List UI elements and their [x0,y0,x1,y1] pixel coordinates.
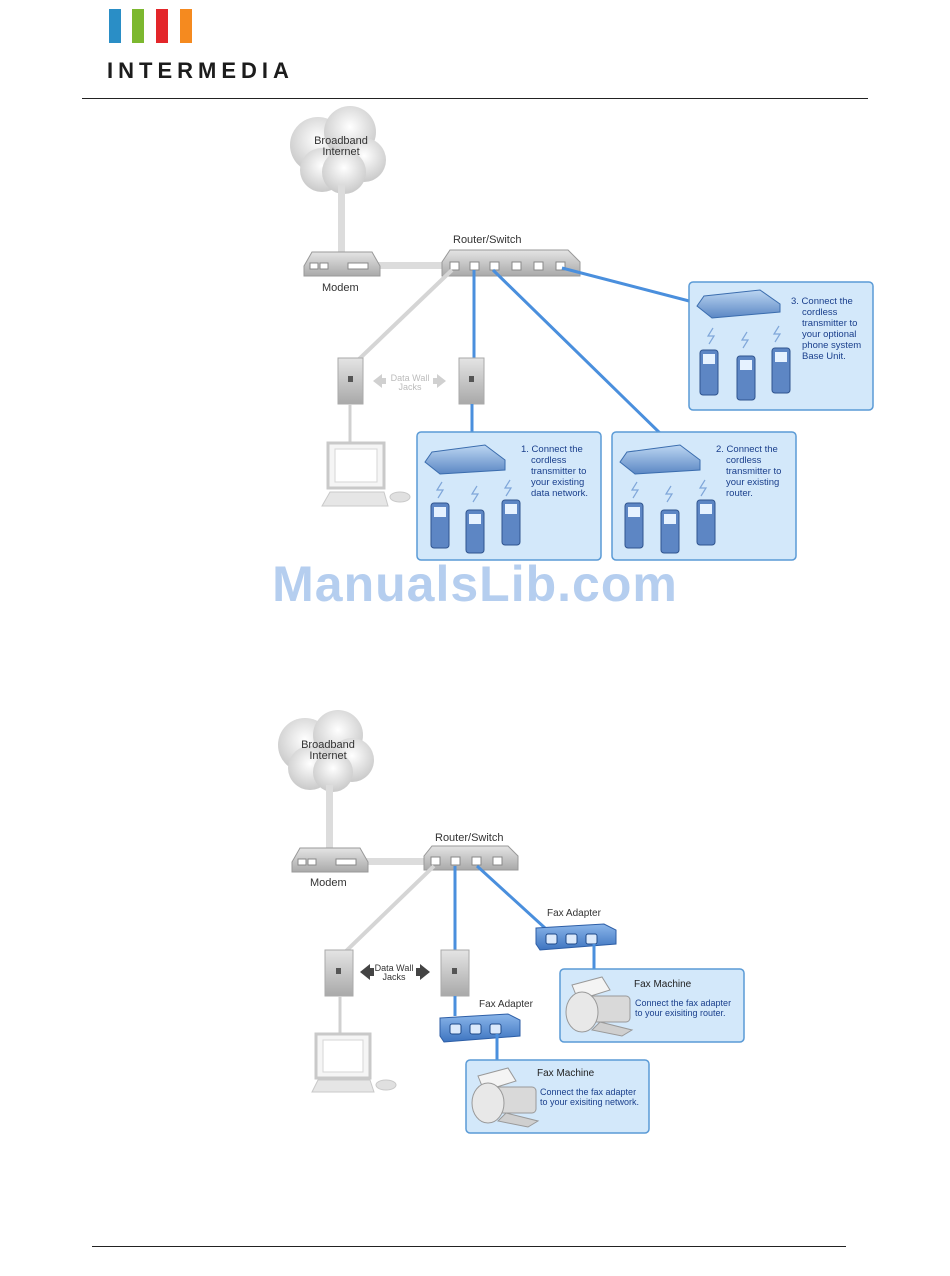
modem-icon [291,847,369,873]
router-label-2: Router/Switch [435,832,504,844]
modem-icon [303,251,381,277]
logo-bar-blue [109,9,121,43]
router-icon [423,845,519,871]
router-icon [441,249,581,277]
step2-text: 2. Connect the cordless transmitter to y… [716,444,782,499]
step1-text: 1. Connect the cordless transmitter to y… [521,444,589,499]
wall-jack-right [458,357,485,405]
wall-jack-left [324,949,354,997]
footer-rule [92,1246,846,1247]
watermark: ManualsLib.com [272,556,678,612]
fax-adapter-top-icon [535,923,617,951]
brand-name: INTERMEDIA [107,58,294,83]
diagram-1 [290,106,874,561]
base-unit-icon [696,289,781,319]
fax-adapter-top-label: Fax Adapter [547,908,601,919]
fax-machine-top-title: Fax Machine [634,979,692,990]
router-label-1: Router/Switch [453,234,522,246]
cloud-icon [290,106,386,194]
step3-text: 3. Connect the cordless transmitter to y… [791,296,862,362]
cloud-icon [278,710,374,792]
modem-label-2: Modem [310,877,347,889]
fax-adapter-bottom-icon [439,1013,521,1043]
signal-icon [435,325,782,503]
wall-jack-right [440,949,470,997]
diagram-2 [278,710,745,1134]
base-unit-icon [424,444,506,475]
logo-bar-red [156,9,168,43]
header-rule [82,98,868,99]
fax-machine-bottom-title: Fax Machine [537,1068,595,1079]
fax-adapter-bottom-label: Fax Adapter [479,999,533,1010]
wall-jack-left [337,357,364,405]
modem-label-1: Modem [322,282,359,294]
logo-bar-green [132,9,144,43]
fax-machine-top-icon [565,976,634,1037]
computer-icon [311,1032,397,1093]
computer-icon [321,441,411,507]
fax-machine-bottom-icon [471,1067,540,1128]
base-unit-icon [619,444,701,475]
logo-bar-orange [180,9,192,43]
